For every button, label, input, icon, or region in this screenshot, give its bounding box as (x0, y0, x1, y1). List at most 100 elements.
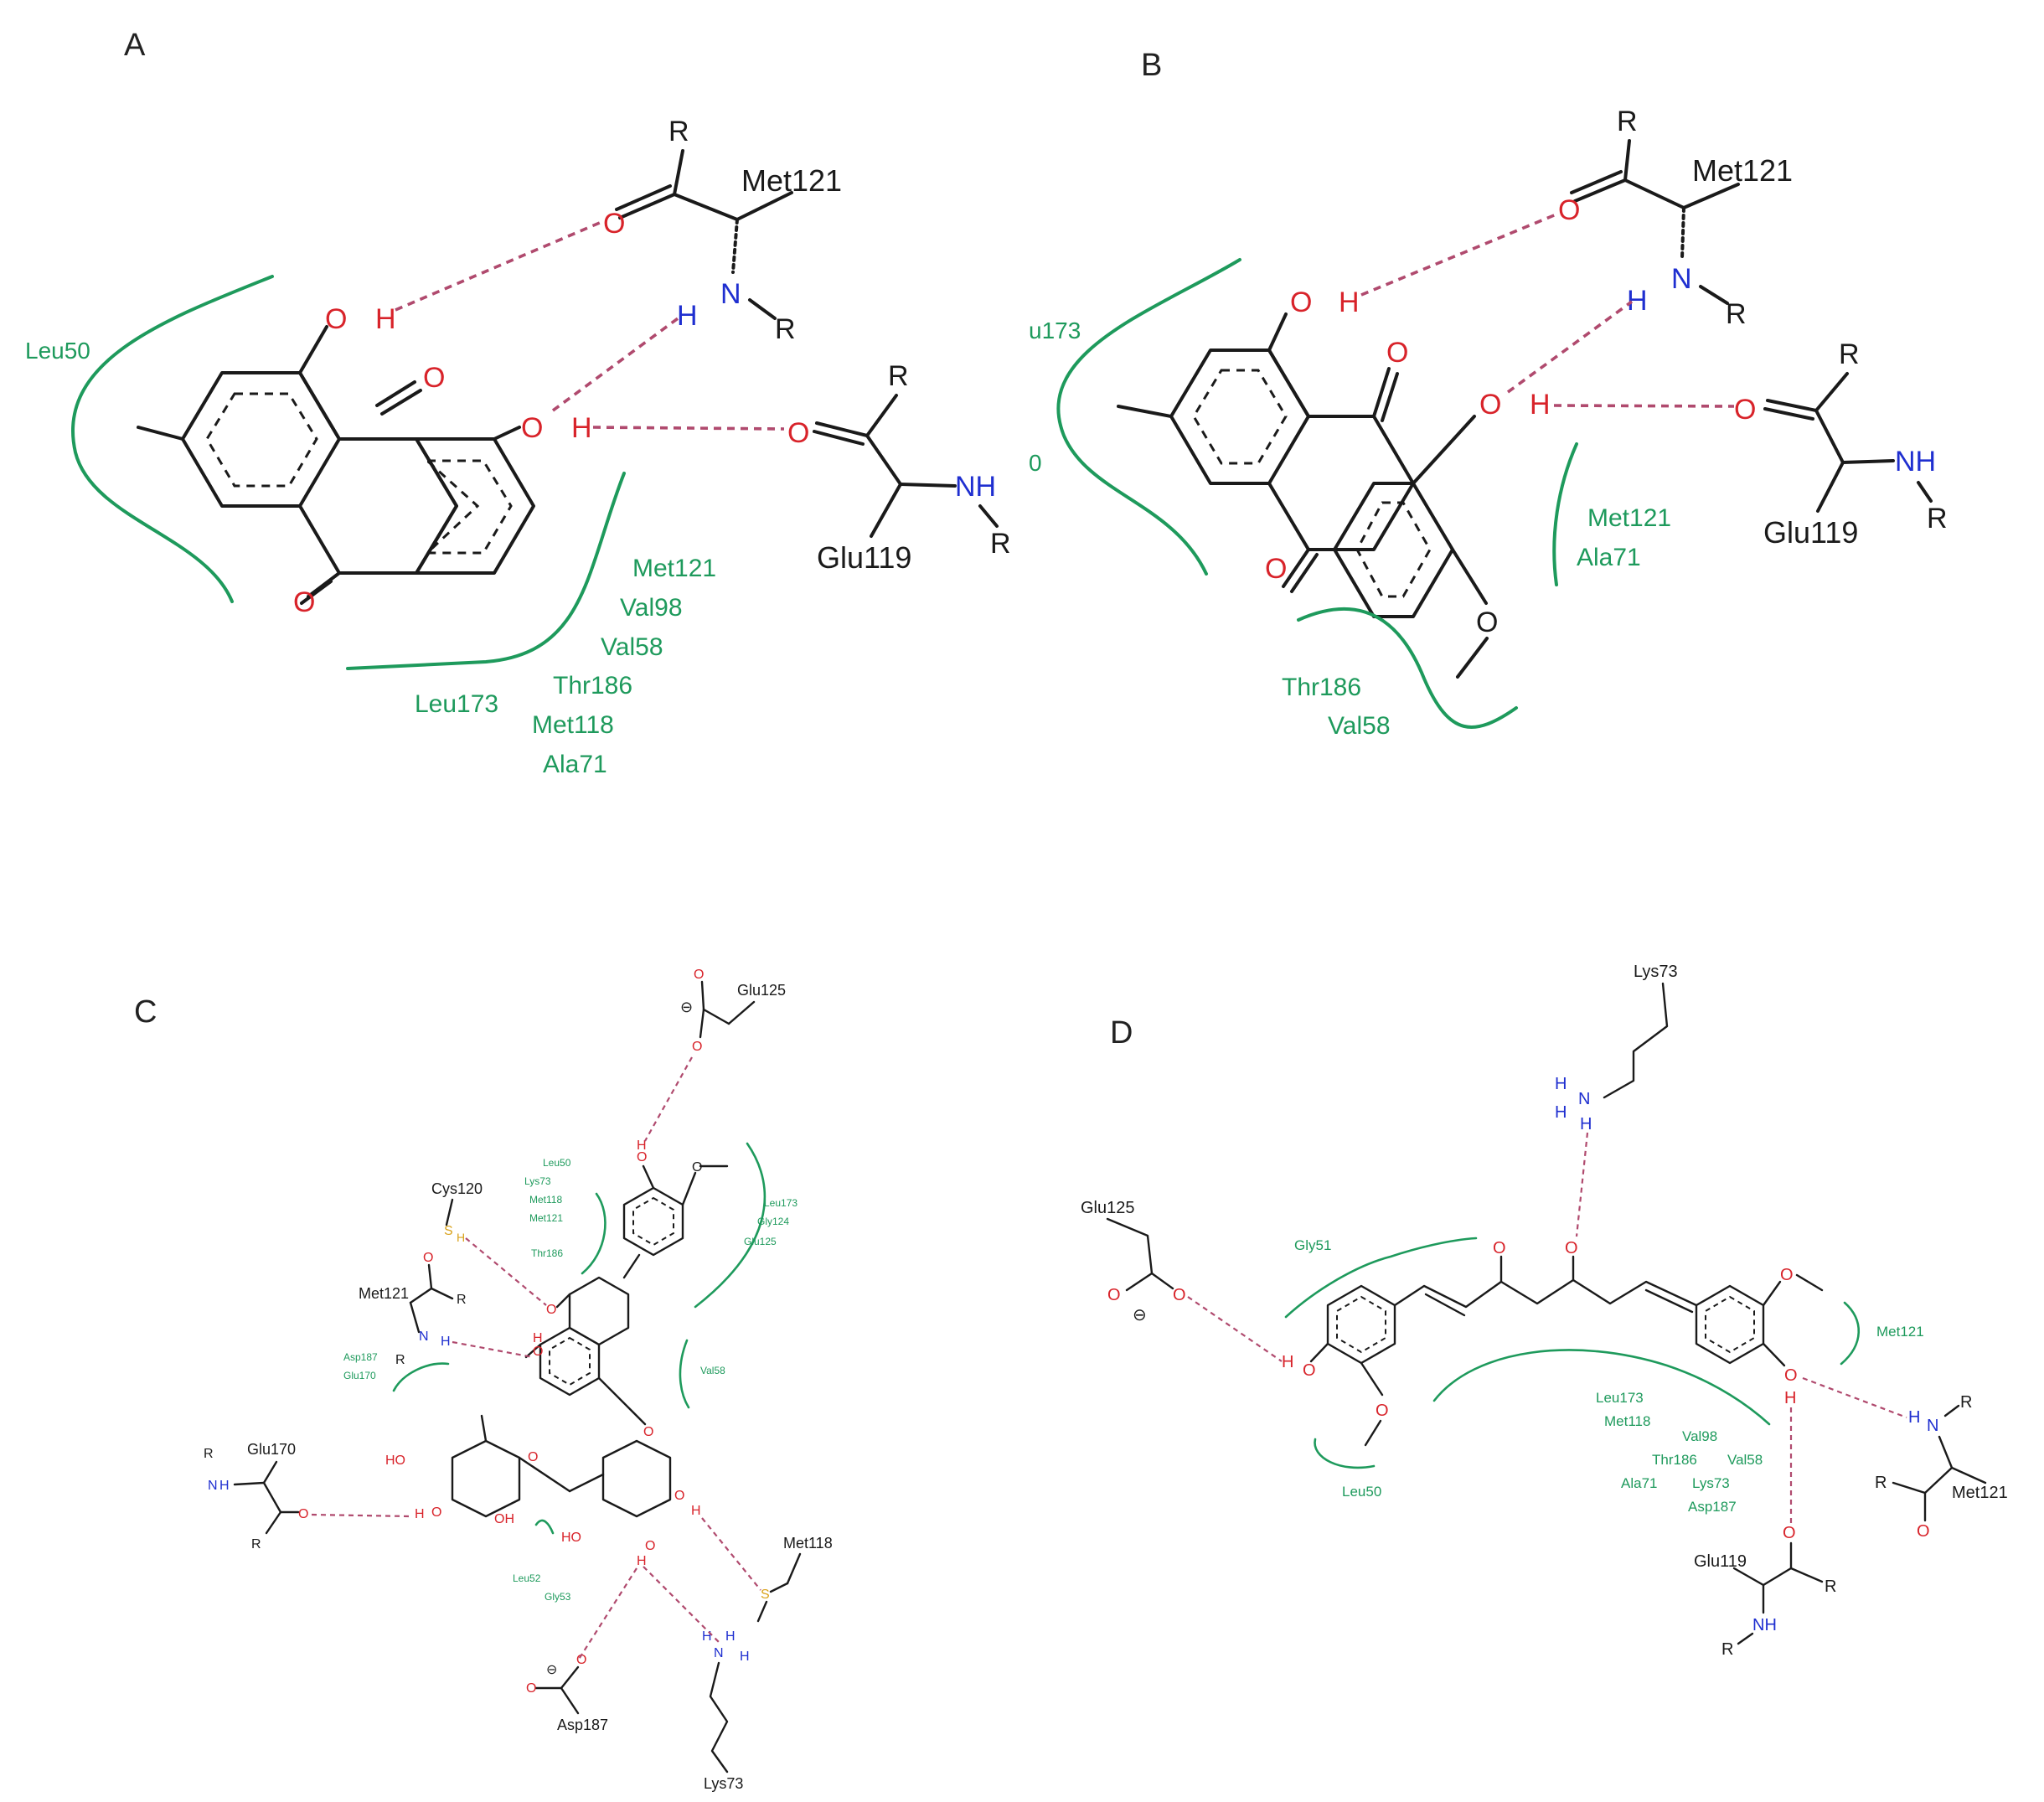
oxygen-glu170-c: O (298, 1507, 308, 1521)
hydrogen-c-sugar1: H (415, 1507, 425, 1521)
nh-glu119-a: NH (955, 471, 996, 503)
oxygen-c-5oh: O (533, 1345, 543, 1359)
residue-met121-a: Met121 (741, 163, 842, 198)
d-met-r (1892, 1481, 1927, 1495)
hydrogen-c-sugar2: H (691, 1504, 701, 1518)
oxygen-d-ome-left: O (1376, 1402, 1389, 1420)
carbonyl-a1 (375, 380, 416, 407)
d-met-nr (1943, 1404, 1960, 1417)
panel-a-label: A (124, 28, 146, 63)
arc-b-leu173 (1056, 258, 1241, 576)
charge-glu125-c: ⊖ (680, 999, 693, 1015)
c-link (622, 1253, 641, 1279)
ring-b3-arom (1355, 501, 1432, 598)
residue-glu125-pocket-c: Glu125 (744, 1236, 777, 1247)
residue-met121-d: Met121 (1952, 1484, 2008, 1502)
arc-a-pocket (346, 472, 626, 670)
ome-b2 (1456, 637, 1489, 679)
bond-a-nr (748, 298, 777, 320)
hydrogen-lys73-d1: H (1555, 1075, 1567, 1093)
hydrogen-lys73-d3: H (1580, 1115, 1592, 1133)
arc-c-2 (694, 1142, 766, 1309)
nitrogen-lys73-c: N (714, 1646, 724, 1660)
residue-met118-a: Met118 (532, 711, 614, 739)
bond-glu-co (815, 421, 869, 437)
c-glu125-b4 (699, 1008, 705, 1039)
residue-glu170-c: Glu170 (247, 1441, 296, 1458)
oxygen-c-linker: O (528, 1450, 538, 1464)
r-glu170-c2: R (251, 1537, 261, 1552)
oxygen-met121-d: O (1917, 1522, 1930, 1541)
hydrogen-b1: H (1339, 287, 1360, 318)
c-glu170-b3 (262, 1481, 282, 1514)
residue-leu50-a: Leu50 (25, 338, 90, 364)
c-glu125-b3 (700, 980, 705, 1011)
c-glyc-link (597, 1376, 647, 1426)
r-a4: R (990, 528, 1011, 560)
panel-d-label: D (1110, 1015, 1133, 1051)
panel-c-label: C (134, 994, 157, 1030)
oxygen-d-oh-left: O (1303, 1361, 1316, 1380)
hbond-c4 (311, 1513, 411, 1518)
c-ome-bond (681, 1171, 697, 1206)
bond-b-glu-ca (1814, 409, 1845, 464)
c-met118-b3 (756, 1600, 768, 1623)
hydroxyl-c-ho: HO (385, 1453, 405, 1468)
nitrogen-met121-c: N (419, 1330, 429, 1344)
residue-leu173-b-partial: u173 (1029, 318, 1081, 343)
residue-lys73-pocket-d: Lys73 (1692, 1475, 1730, 1491)
r-a2: R (775, 313, 796, 345)
residue-glu119-a: Glu119 (817, 540, 911, 575)
arc-d-gly51 (1284, 1237, 1478, 1319)
bond-glu-ca (865, 434, 902, 486)
hbond-b2 (1506, 300, 1634, 394)
c-glu170-b1 (233, 1481, 266, 1486)
arc-d-leu50 (1314, 1438, 1376, 1469)
panel-a-glu119: R O NH R Glu119 (787, 360, 1011, 575)
c-5oh (524, 1343, 542, 1359)
panel-b-glu119: R O NH R Glu119 (1734, 338, 1948, 550)
bond-b-n (1680, 206, 1685, 260)
residue-val58-d: Val58 (1727, 1452, 1763, 1468)
oxygen-glu119-a: O (787, 417, 809, 449)
hydrogen-cys120-c: H (457, 1231, 465, 1244)
oxygen-glu119-b: O (1734, 394, 1756, 426)
oxygen-a1: O (325, 303, 347, 335)
sulfur-cys120-c: S (444, 1224, 453, 1238)
c-glu170-b2 (262, 1460, 278, 1484)
bond-a-r1 (673, 149, 684, 196)
arc-b-met121 (1552, 442, 1578, 586)
residue-met121-c: Met121 (359, 1285, 409, 1302)
panel-a-met121: R Met121 O N H R (603, 116, 842, 345)
c-met-b1 (409, 1287, 433, 1304)
c-rhamnose (451, 1439, 521, 1518)
oxygen-asp187-c1: O (526, 1681, 536, 1696)
residue-ala71-b: Ala71 (1577, 544, 1641, 571)
oxygen-d-keto2: O (1565, 1239, 1578, 1257)
carbonyl-a2b (300, 580, 333, 605)
residue-gly51-d: Gly51 (1294, 1237, 1331, 1253)
residue-lys73-c: Lys73 (704, 1775, 743, 1792)
oxygen-glu125-d1: O (1107, 1286, 1121, 1304)
hydrogen-met121-b: H (1627, 285, 1648, 317)
bond-b-glu-co2 (1763, 407, 1814, 421)
d-lys73-chain (1603, 982, 1669, 1099)
c-cys-b1 (445, 1198, 454, 1226)
arc-d-met121 (1840, 1301, 1861, 1366)
hydrogen-met121-d: H (1908, 1408, 1920, 1427)
r-a1: R (668, 116, 689, 147)
hbond-b1 (1360, 212, 1559, 297)
residue-thr186-d: Thr186 (1652, 1452, 1697, 1468)
carbonyl-b2 (1282, 548, 1310, 588)
panel-a-ligand: O H O O O H (137, 303, 592, 618)
arc-c-3 (679, 1339, 690, 1409)
d-glu125-co2 (1150, 1272, 1174, 1290)
hydrogen-lys73-d2: H (1555, 1103, 1567, 1122)
residue-val58-c: Val58 (700, 1365, 725, 1376)
residue-glu125-c: Glu125 (737, 982, 786, 999)
hbond-a1 (395, 220, 602, 312)
d-met-ca (1938, 1435, 1954, 1469)
oxygen-b2: O (1479, 389, 1501, 421)
residue-met118-c: Met118 (783, 1535, 833, 1552)
